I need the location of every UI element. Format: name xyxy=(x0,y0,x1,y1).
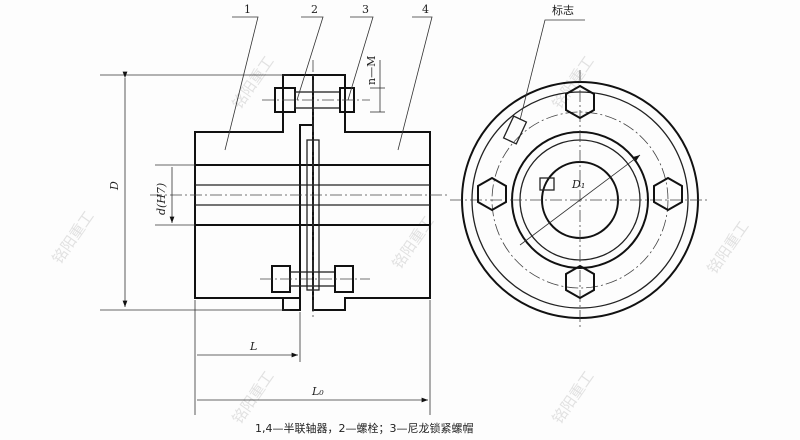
watermarks: 铭阳重工 铭阳重工 铭阳重工 铭阳重工 铭阳重工 铭阳重工 铭阳重工 xyxy=(49,53,753,427)
watermark: 铭阳重工 xyxy=(549,368,598,427)
end-view: D₁ 标志 xyxy=(450,3,710,330)
dim-d-H7: d(H7) xyxy=(155,183,168,215)
section-view xyxy=(150,60,450,320)
top-bolt xyxy=(262,87,370,113)
figure-caption: 1,4—半联轴器，2—螺栓；3—尼龙锁紧螺帽 xyxy=(255,421,474,435)
dim-L0: L₀ xyxy=(311,385,324,398)
watermark: 铭阳重工 xyxy=(49,208,98,267)
bottom-bolt xyxy=(260,265,370,293)
part-leaders: 1 2 3 4 xyxy=(224,3,433,151)
bolt-hexes xyxy=(477,84,683,300)
dimensions: D d(H7) n—M L L₀ xyxy=(100,56,431,415)
watermark: 铭阳重工 xyxy=(229,53,278,112)
dim-D1: D₁ xyxy=(571,178,585,191)
right-half-coupling xyxy=(312,74,431,311)
dim-bolt-spec: n—M xyxy=(365,56,378,85)
mark-label: 标志 xyxy=(552,3,574,17)
part-label-2: 2 xyxy=(311,3,318,16)
watermark: 铭阳重工 xyxy=(229,368,278,427)
part-label-1: 1 xyxy=(244,3,251,16)
part-label-3: 3 xyxy=(362,3,369,16)
keyway xyxy=(539,177,555,191)
watermark: 铭阳重工 xyxy=(704,218,753,277)
dim-L: L xyxy=(249,340,257,353)
part-label-4: 4 xyxy=(422,3,429,16)
dim-D: D xyxy=(108,181,121,191)
